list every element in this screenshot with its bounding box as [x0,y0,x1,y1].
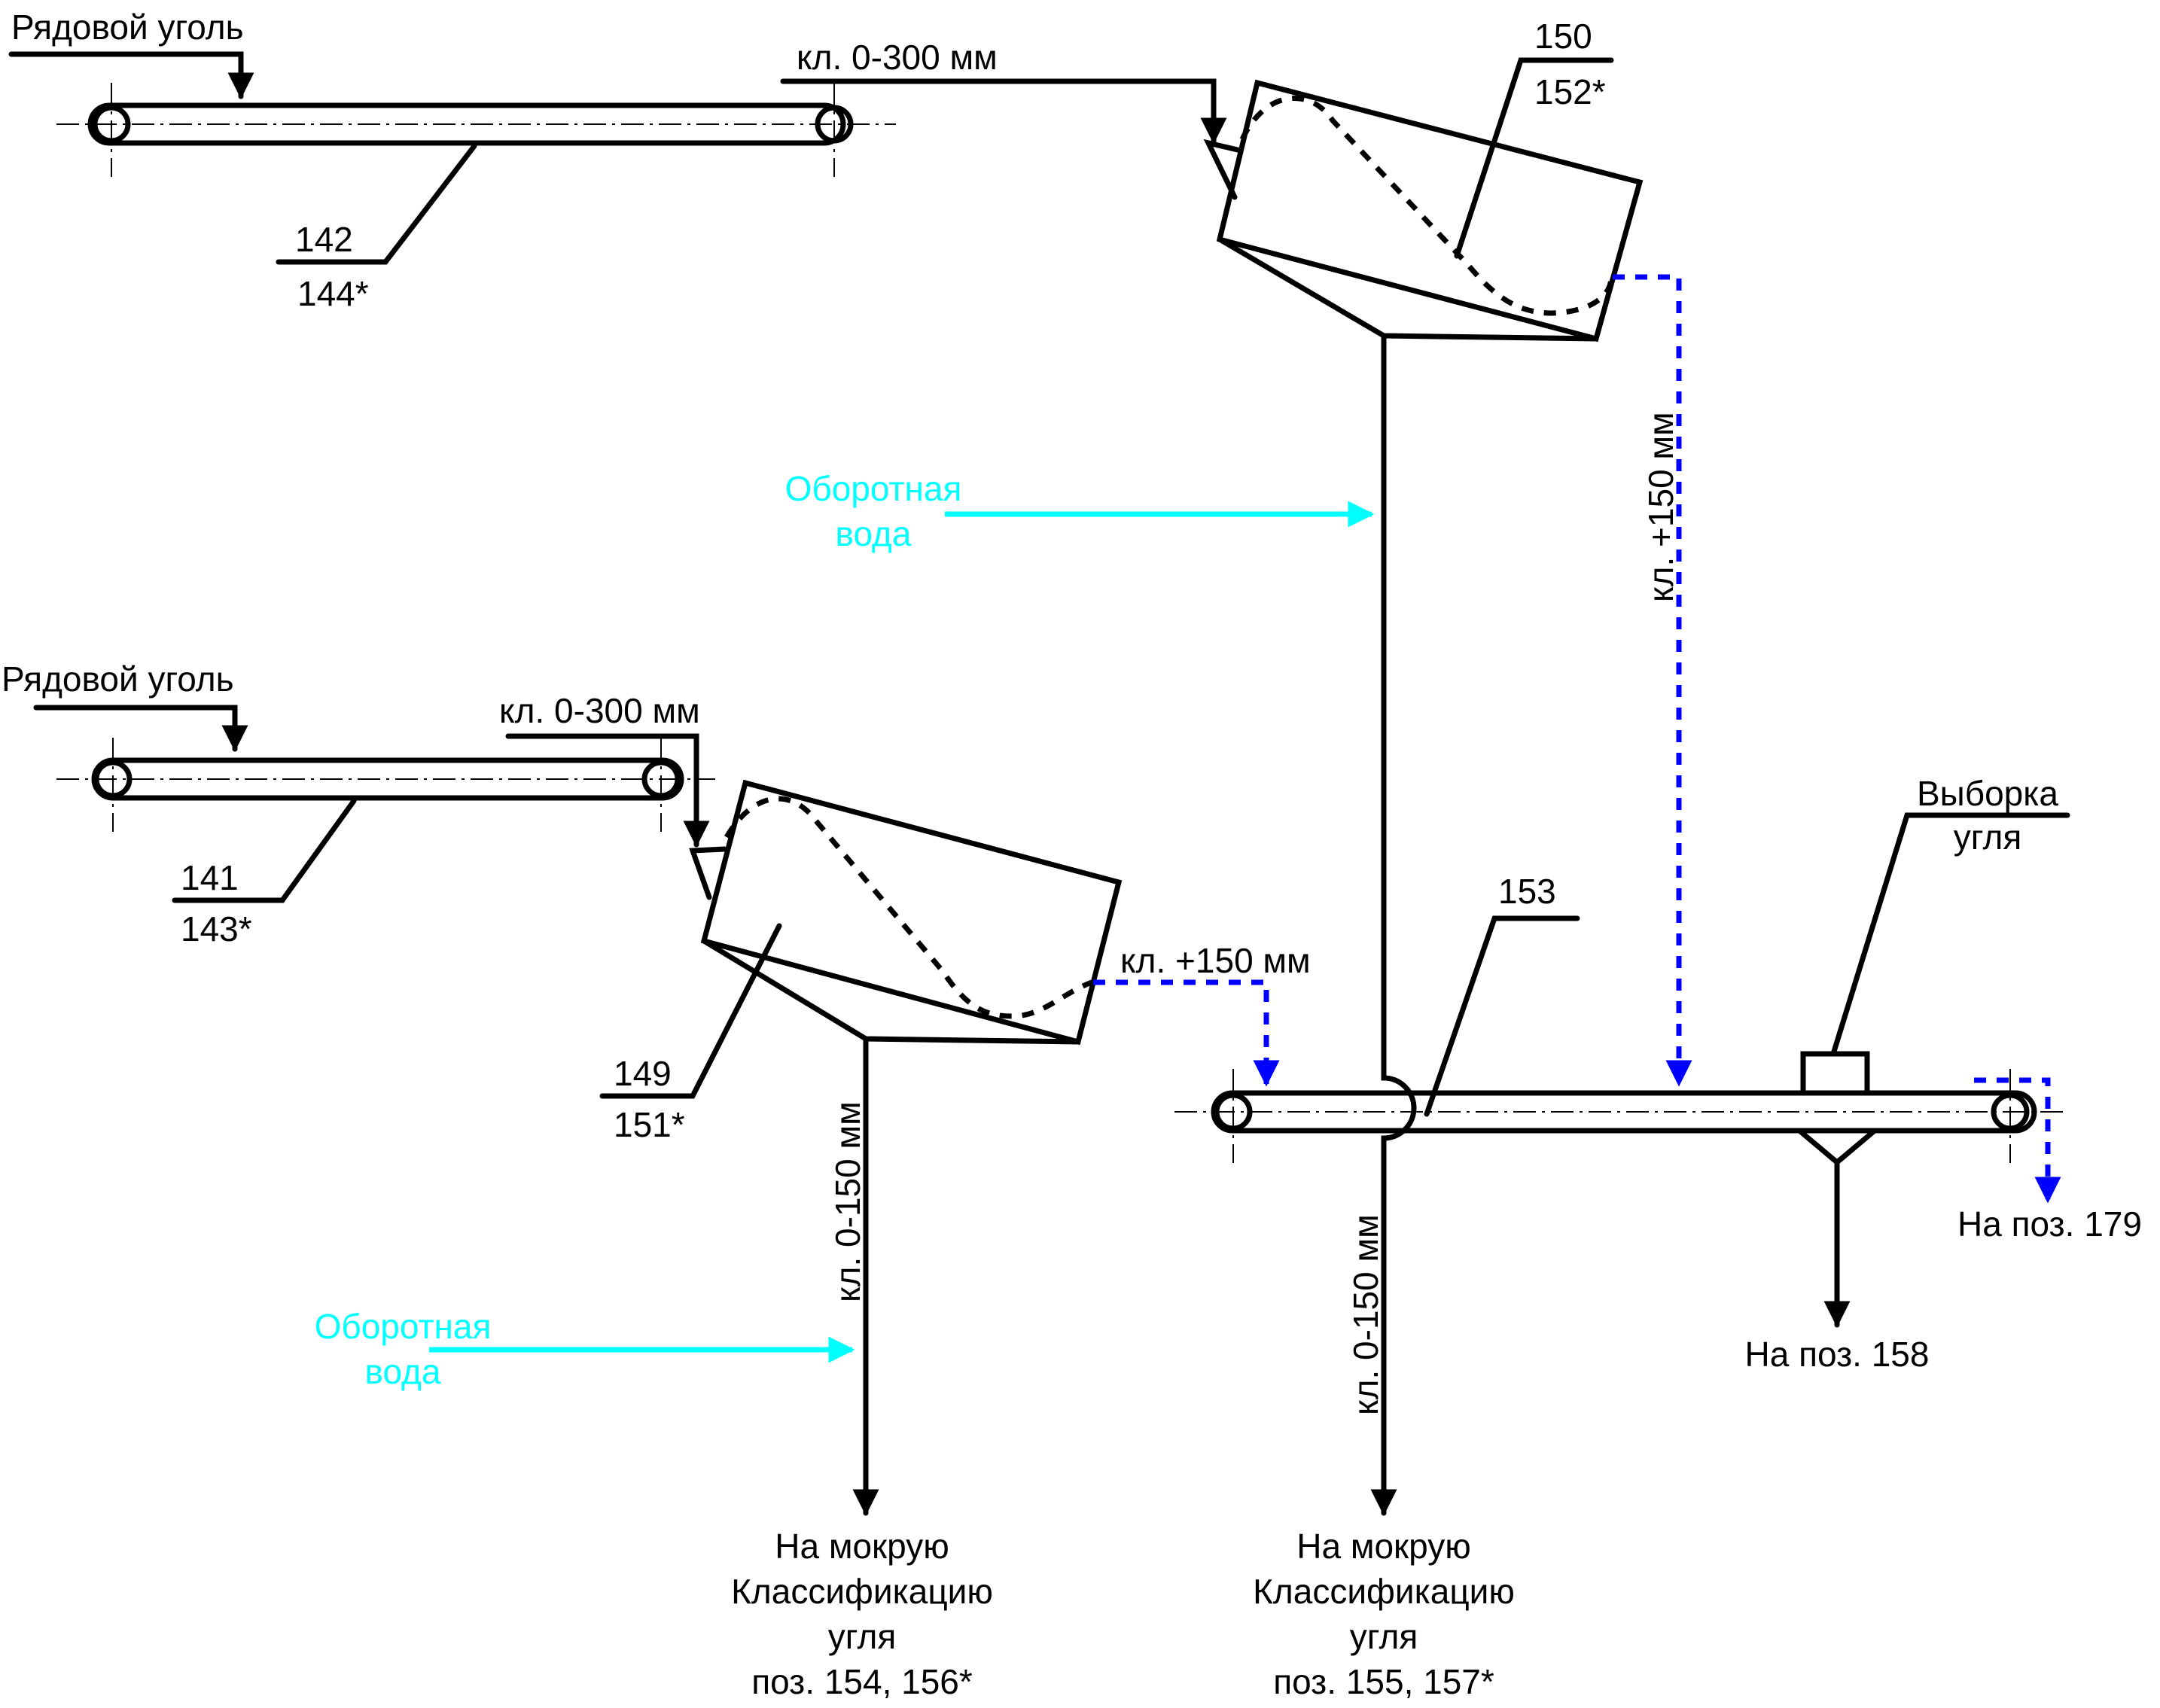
mid-screen-leader [599,923,782,1099]
belt-conveyor-icon [1174,1069,2063,1163]
right-destination-line-4: поз. 155, 157* [1273,1662,1494,1701]
top-oversize-flow [1613,274,1692,1087]
picking-station: Выборка угля На поз. 158 [1745,774,2070,1374]
to-pos-179-flow [1974,1077,2061,1204]
right-destination-line-2: Классификацию [1253,1572,1515,1611]
left-destination-line-2: Классификацию [731,1572,993,1611]
mid-screen-number: 149 [614,1054,672,1093]
mid-undersize-label: кл. 0-150 мм [828,1101,867,1302]
right-undersize-label: кл. 0-150 мм [1346,1214,1385,1415]
left-destination-line-1: На мокрую [775,1527,949,1566]
top-screen-leader [1454,57,1614,259]
coal-pick-label-1: Выборка [1917,774,2058,813]
right-destination-line-1: На мокрую [1296,1527,1470,1566]
coal-pick-leader [1830,812,2070,1057]
top-screen-number-alt: 152* [1534,72,1606,111]
bottom-water-label-1: Оборотная [315,1307,492,1346]
bottom-water-label-2: вода [365,1352,441,1391]
mid-oversize-label: кл. +150 мм [1120,941,1311,980]
mid-screen-number-alt: 151* [614,1105,685,1144]
top-water-label-2: вода [836,514,912,553]
to-pos-158-label: На поз. 158 [1745,1335,1930,1374]
top-feed-arrow [8,51,254,99]
right-destination-line-3: угля [1350,1617,1418,1656]
top-transfer-label: кл. 0-300 мм [797,38,998,77]
mid-oversize-flow [1093,979,1280,1087]
top-transfer-arrow [780,78,1227,145]
left-destination-line-4: поз. 154, 156* [751,1662,973,1701]
belt-conveyor-icon [56,738,715,832]
top-water-label-1: Оборотная [785,469,962,508]
mid-transfer-arrow [505,733,710,848]
screen-150: 150 152* [1203,17,1644,343]
mid-transfer-label: кл. 0-300 мм [499,691,700,730]
coal-pick-label-2: угля [1954,817,2022,857]
picking-station-icon [1800,1051,1870,1096]
mid-feed-label: Рядовой уголь [2,659,234,699]
conveyor-142: Рядовой уголь 142 144* кл. 0-300 мм [8,8,1227,313]
top-feed-label: Рядовой уголь [11,8,244,47]
conveyor-141: Рядовой уголь 141 143* кл. 0-300 мм [2,659,715,948]
to-pos-179-label: На поз. 179 [1957,1204,2142,1244]
top-oversize-label: кл. +150 мм [1641,412,1680,602]
top-conveyor-leader [276,143,477,265]
vibrating-screen-icon [689,779,1123,1046]
mid-conveyor-number-alt: 143* [181,909,252,948]
left-destination-line-3: угля [828,1617,897,1656]
mid-feed-arrow [33,705,248,752]
right-destination: На мокрую Классификацию угля поз. 155, 1… [1253,1527,1515,1701]
belt-conveyor-icon [56,83,896,177]
picking-chute-icon [1796,1128,1878,1166]
top-undersize-flow [1370,333,1417,1516]
right-conveyor-leader [1424,915,1580,1117]
right-conveyor-number: 153 [1498,872,1556,911]
top-conveyor-number-alt: 144* [297,274,369,313]
vibrating-screen-icon [1203,79,1644,343]
screen-149: 149 151* [599,779,1123,1144]
conveyor-153: 153 [1174,872,2063,1163]
top-conveyor-number: 142 [295,220,353,259]
mid-conveyor-leader [172,798,357,903]
top-screen-number: 150 [1534,17,1592,56]
mid-conveyor-number: 141 [181,858,239,897]
left-destination: На мокрую Классификацию угля поз. 154, 1… [731,1527,993,1701]
